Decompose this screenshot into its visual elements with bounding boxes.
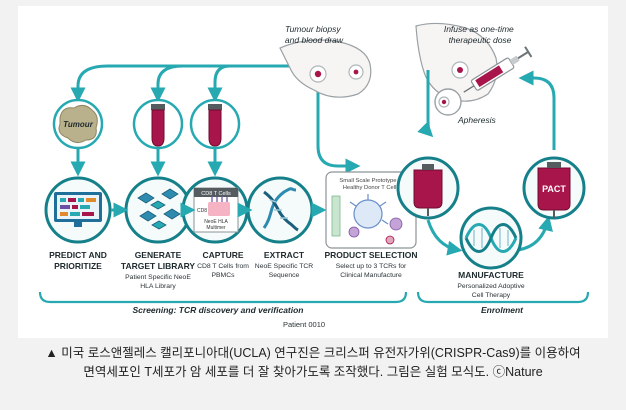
svg-text:GENERATE: GENERATE bbox=[135, 250, 182, 260]
svg-text:Clinical Manufacture: Clinical Manufacture bbox=[340, 272, 402, 279]
svg-text:PREDICT AND: PREDICT AND bbox=[49, 250, 107, 260]
down-arrows bbox=[70, 149, 223, 177]
svg-text:Multimer: Multimer bbox=[206, 225, 226, 231]
svg-text:Tumour: Tumour bbox=[63, 120, 94, 129]
svg-text:Select up to 3 TCRs for: Select up to 3 TCRs for bbox=[336, 263, 407, 270]
infuse-label: Infuse as one-time therapeutic dose bbox=[444, 24, 516, 45]
svg-text:PRODUCT SELECTION: PRODUCT SELECTION bbox=[324, 250, 417, 260]
svg-text:CD8: CD8 bbox=[197, 208, 207, 214]
patient-id: Patient 0010 bbox=[283, 320, 325, 329]
blood-tube-icon-2 bbox=[189, 98, 241, 150]
svg-text:Patient Specific NeoE: Patient Specific NeoE bbox=[125, 274, 191, 281]
svg-text:CD8 T Cells: CD8 T Cells bbox=[201, 191, 231, 197]
svg-text:Sequence: Sequence bbox=[269, 272, 300, 279]
manufacture-dna-icon bbox=[459, 206, 523, 270]
label-manufacture: MANUFACTURE Personalized Adoptive Cell T… bbox=[457, 270, 524, 299]
label-predict: PREDICT AND PRIORITIZE bbox=[49, 250, 107, 271]
svg-text:PRIORITIZE: PRIORITIZE bbox=[54, 261, 102, 271]
diagram-figure: Tumour biopsy and blood draw Infuse as o… bbox=[18, 6, 608, 338]
label-product-selection: PRODUCT SELECTION Select up to 3 TCRs fo… bbox=[324, 250, 417, 279]
syringe-icon bbox=[463, 46, 533, 93]
svg-text:TARGET LIBRARY: TARGET LIBRARY bbox=[121, 261, 195, 271]
svg-text:Personalized Adoptive: Personalized Adoptive bbox=[457, 283, 524, 290]
stage-library bbox=[124, 176, 192, 244]
tumour-blob-icon: Tumour bbox=[52, 98, 104, 150]
stage-extract bbox=[246, 176, 314, 244]
stage-product-selection: Small Scale Prototype in Healthy Donor T… bbox=[325, 171, 417, 249]
screening-bracket bbox=[38, 291, 408, 304]
svg-text:PBMCs: PBMCs bbox=[211, 272, 235, 279]
enrolment-bracket bbox=[416, 291, 590, 304]
svg-text:CD8 T Cells from: CD8 T Cells from bbox=[197, 263, 249, 270]
svg-text:MANUFACTURE: MANUFACTURE bbox=[458, 270, 524, 280]
caption-line-2: 면역세포인 T세포가 암 세포를 더 잘 찾아가도록 조작했다. 그림은 실험 … bbox=[83, 365, 543, 379]
svg-text:CAPTURE: CAPTURE bbox=[202, 250, 243, 260]
tcell-bag-icon bbox=[396, 156, 460, 220]
label-capture: CAPTURE CD8 T Cells from PBMCs bbox=[197, 250, 249, 279]
label-extract: EXTRACT NeoE Specific TCR Sequence bbox=[255, 250, 314, 279]
stage-capture: CD8 T Cells CD8 NeoE HLA Multimer bbox=[181, 176, 249, 244]
svg-text:NeoE HLA: NeoE HLA bbox=[204, 219, 228, 225]
svg-text:PACT: PACT bbox=[542, 184, 566, 194]
svg-text:Healthy Donor T Cells: Healthy Donor T Cells bbox=[343, 185, 400, 191]
label-library: GENERATE TARGET LIBRARY Patient Specific… bbox=[121, 250, 195, 290]
enrolment-arrows bbox=[417, 70, 556, 256]
stage-predict bbox=[44, 176, 112, 244]
patient-torso-icon bbox=[279, 39, 372, 98]
svg-text:EXTRACT: EXTRACT bbox=[264, 250, 305, 260]
apheresis-label: Apheresis bbox=[457, 115, 497, 125]
workflow-diagram: Tumour biopsy and blood draw Infuse as o… bbox=[38, 22, 590, 329]
biopsy-label: Tumour biopsy and blood draw bbox=[285, 24, 344, 45]
svg-text:Cell Therapy: Cell Therapy bbox=[472, 292, 511, 299]
svg-text:HLA Library: HLA Library bbox=[140, 283, 176, 290]
svg-text:Small Scale Prototype in: Small Scale Prototype in bbox=[339, 178, 402, 184]
pact-bag-icon: PACT bbox=[522, 156, 586, 220]
blood-tube-icon bbox=[132, 98, 184, 150]
figure-caption: ▲ 미국 로스앤젤레스 캘리포니아대(UCLA) 연구진은 크리스퍼 유전자가위… bbox=[0, 344, 626, 382]
enrolment-label: Enrolment bbox=[481, 305, 524, 315]
caption-line-1: ▲ 미국 로스앤젤레스 캘리포니아대(UCLA) 연구진은 크리스퍼 유전자가위… bbox=[45, 346, 581, 360]
top-flow-arrows bbox=[70, 64, 361, 174]
screening-label: Screening: TCR discovery and verificatio… bbox=[133, 305, 304, 315]
svg-text:NeoE Specific TCR: NeoE Specific TCR bbox=[255, 263, 314, 270]
